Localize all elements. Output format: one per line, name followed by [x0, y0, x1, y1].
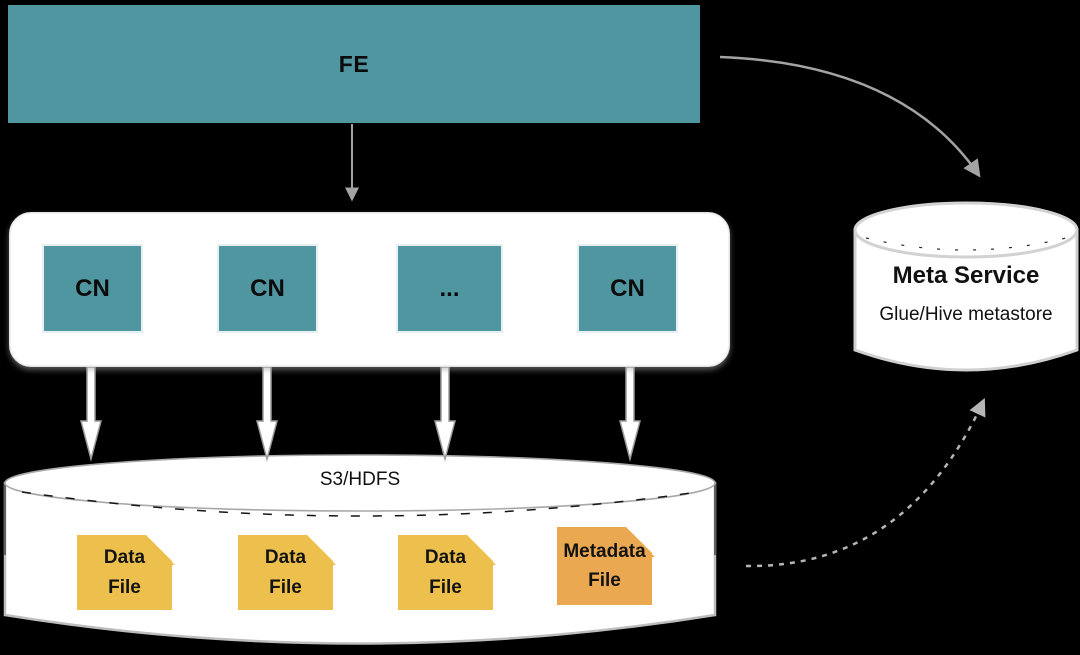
cn-cluster: CN CN ... CN	[9, 212, 730, 367]
metadata-file: Metadata File	[557, 527, 657, 605]
file-label: Metadata File	[563, 540, 646, 591]
hollow-arrow	[619, 366, 641, 462]
data-file: Data File	[238, 535, 338, 610]
file-label: Data File	[424, 547, 467, 598]
file-label: Data File	[264, 547, 307, 598]
metadata-file-icon	[557, 527, 655, 605]
meta-service-text: Meta Service Glue/Hive metastore	[856, 262, 1076, 326]
meta-service-title: Meta Service	[892, 262, 1040, 289]
cn-node: CN	[579, 246, 676, 331]
data-file-icon	[238, 535, 336, 610]
cn-node-label: CN	[610, 274, 645, 302]
cylinder-hidden-edge	[21, 491, 699, 517]
hollow-arrow	[256, 366, 278, 462]
fe-node: FE	[8, 5, 700, 123]
data-file-icon	[77, 535, 175, 610]
s3-hdfs-cylinder	[3, 454, 717, 645]
cn-node: CN	[219, 246, 316, 331]
data-file-icon	[398, 535, 496, 610]
meta-service-cylinder	[853, 201, 1079, 372]
cn-node-label: CN	[250, 274, 285, 302]
cn-node-label: ...	[439, 274, 460, 302]
fe-to-meta-arrow	[719, 55, 981, 178]
data-file: Data File	[77, 535, 177, 610]
s3-hdfs-label: S3/HDFS	[319, 469, 401, 490]
hollow-arrow	[434, 366, 456, 462]
hollow-arrow	[80, 366, 102, 462]
cn-node-ellipsis: ...	[398, 246, 501, 331]
cn-node-label: CN	[75, 274, 110, 302]
cn-to-storage-arrows	[80, 366, 641, 462]
cn-node: CN	[44, 246, 141, 331]
meta-service-subtitle: Glue/Hive metastore	[879, 304, 1053, 325]
file-label: Data File	[103, 547, 146, 598]
fe-node-label: FE	[338, 50, 370, 77]
data-file: Data File	[398, 535, 498, 610]
s3-to-meta-dashed-arrow	[745, 398, 986, 568]
